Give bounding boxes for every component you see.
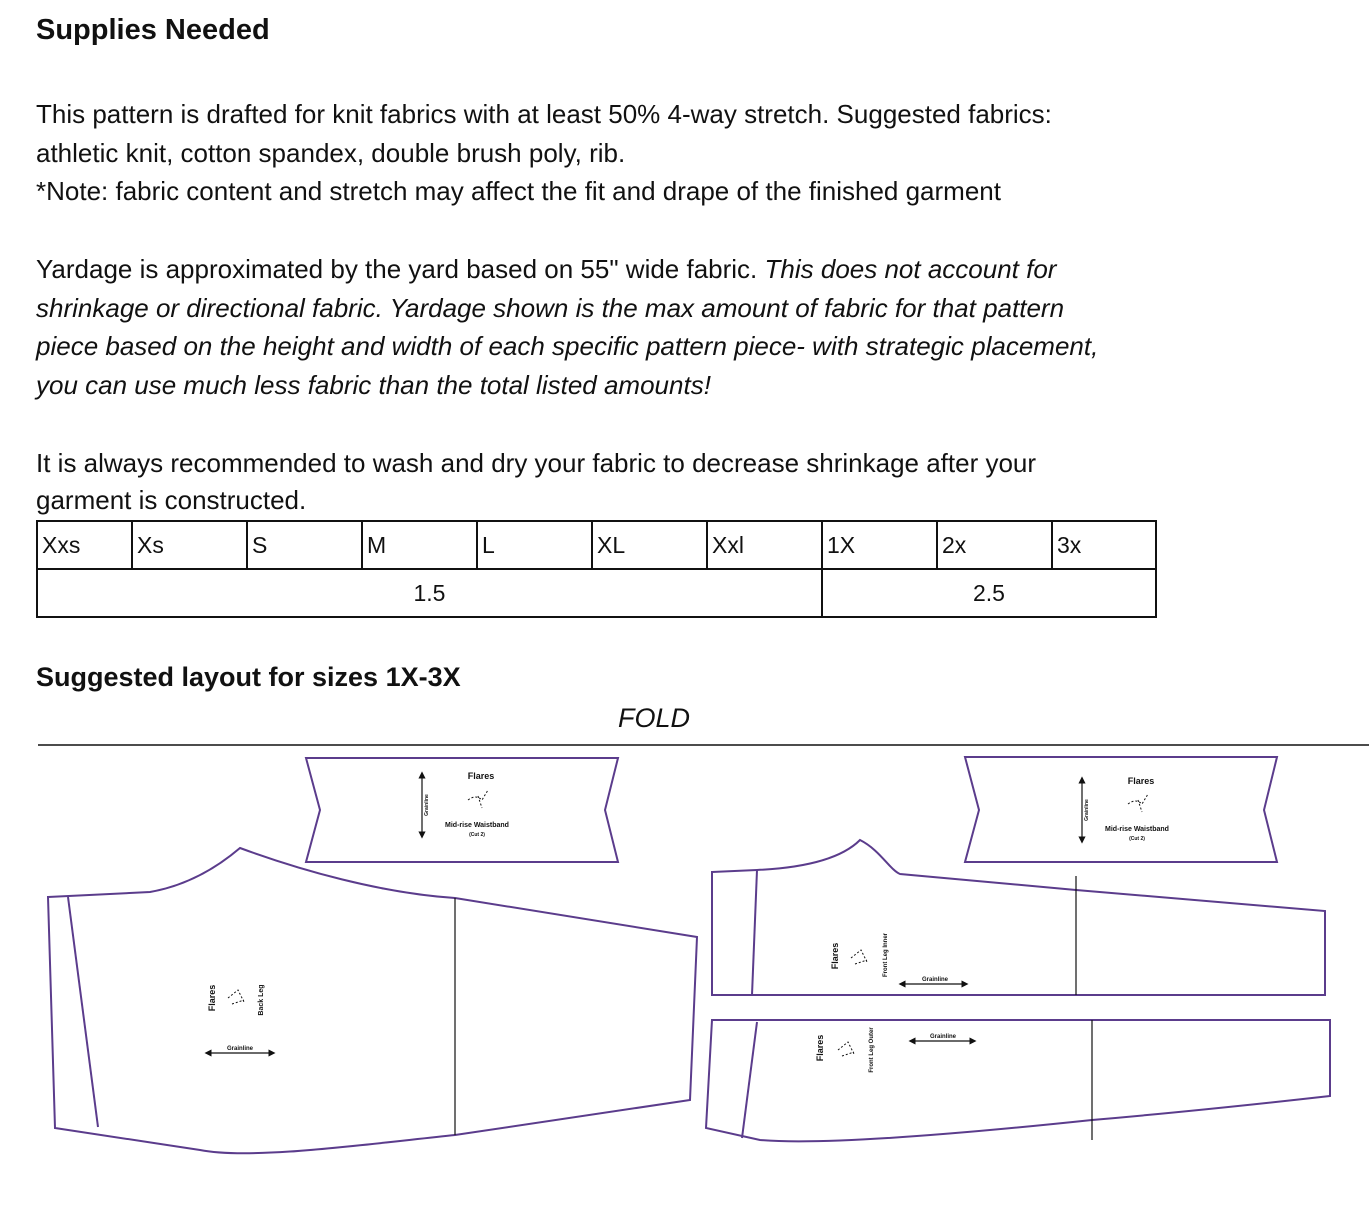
wash-line: It is always recommended to wash and dry… bbox=[36, 448, 1037, 478]
wash-text: It is always recommended to wash and dry… bbox=[36, 445, 1336, 519]
grainline-label: Grainline bbox=[1084, 799, 1090, 821]
brand-label: Flares bbox=[830, 943, 840, 970]
back-leg-label: Back Leg bbox=[258, 984, 265, 1015]
waistband-label: Mid-rise Waistband bbox=[1105, 826, 1169, 833]
front-leg-inner-label: Front Leg Inner bbox=[883, 932, 889, 977]
size-cell: Xxl bbox=[706, 520, 823, 570]
page-title: Supplies Needed bbox=[36, 14, 270, 46]
brand-label: Flares bbox=[207, 985, 217, 1012]
size-cell: XL bbox=[591, 520, 708, 570]
size-row: Xxs Xs S M L XL Xxl 1X 2x 3x bbox=[36, 520, 1157, 570]
wash-line: garment is constructed. bbox=[36, 485, 307, 515]
grainline-label: Grainline bbox=[930, 1034, 957, 1040]
grainline-label: Grainline bbox=[227, 1046, 254, 1052]
brand-label: Flares bbox=[815, 1035, 825, 1062]
yardage-row: 1.5 2.5 bbox=[36, 568, 1157, 618]
yardage-italic: you can use much less fabric than the to… bbox=[36, 369, 711, 400]
front-leg-inner-piece bbox=[711, 838, 1326, 996]
yardage-table: Xxs Xs S M L XL Xxl 1X 2x 3x 1.5 2.5 bbox=[36, 520, 1157, 618]
yardage-cell-plus: 2.5 bbox=[821, 568, 1157, 618]
grainline-label: Grainline bbox=[424, 794, 430, 816]
front-leg-outer-piece bbox=[704, 1019, 1331, 1143]
size-cell: M bbox=[361, 520, 478, 570]
yardage-italic: piece based on the height and width of e… bbox=[36, 331, 1099, 361]
size-cell: 2x bbox=[936, 520, 1053, 570]
grainline-label: Grainline bbox=[922, 977, 949, 983]
cut-label: (Cut 2) bbox=[1129, 836, 1145, 842]
yardage-normal: Yardage is approximated by the yard base… bbox=[36, 254, 765, 284]
intro-line: This pattern is drafted for knit fabrics… bbox=[36, 99, 1052, 129]
waistband-piece-left bbox=[304, 757, 620, 863]
back-leg-piece bbox=[46, 846, 699, 1155]
brand-label: Flares bbox=[468, 771, 495, 781]
size-cell: Xxs bbox=[36, 520, 133, 570]
intro-text: This pattern is drafted for knit fabrics… bbox=[36, 95, 1336, 211]
size-cell: 3x bbox=[1051, 520, 1157, 570]
size-cell: 1X bbox=[821, 520, 938, 570]
brand-label: Flares bbox=[1128, 776, 1155, 786]
layout-heading: Suggested layout for sizes 1X-3X bbox=[36, 662, 461, 692]
logo-icon bbox=[850, 949, 868, 965]
logo-icon bbox=[227, 989, 245, 1005]
size-cell: L bbox=[476, 520, 593, 570]
logo-icon bbox=[1127, 793, 1149, 813]
intro-note: *Note: fabric content and stretch may af… bbox=[36, 176, 1001, 206]
yardage-text: Yardage is approximated by the yard base… bbox=[36, 250, 1336, 404]
fold-label: FOLD bbox=[618, 703, 691, 733]
size-cell: S bbox=[246, 520, 363, 570]
logo-icon bbox=[837, 1041, 855, 1057]
waistband-piece-right bbox=[963, 756, 1279, 863]
waistband-label: Mid-rise Waistband bbox=[445, 822, 509, 829]
yardage-italic: This does not account for bbox=[764, 254, 1057, 284]
size-cell: Xs bbox=[131, 520, 248, 570]
yardage-italic: shrinkage or directional fabric. Yardage… bbox=[36, 292, 1065, 323]
yardage-cell-small: 1.5 bbox=[36, 568, 823, 618]
cut-label: (Cut 2) bbox=[469, 832, 485, 838]
logo-icon bbox=[467, 789, 489, 809]
front-leg-outer-label: Front Leg Outer bbox=[869, 1027, 875, 1073]
intro-line: athletic knit, cotton spandex, double br… bbox=[36, 137, 626, 168]
